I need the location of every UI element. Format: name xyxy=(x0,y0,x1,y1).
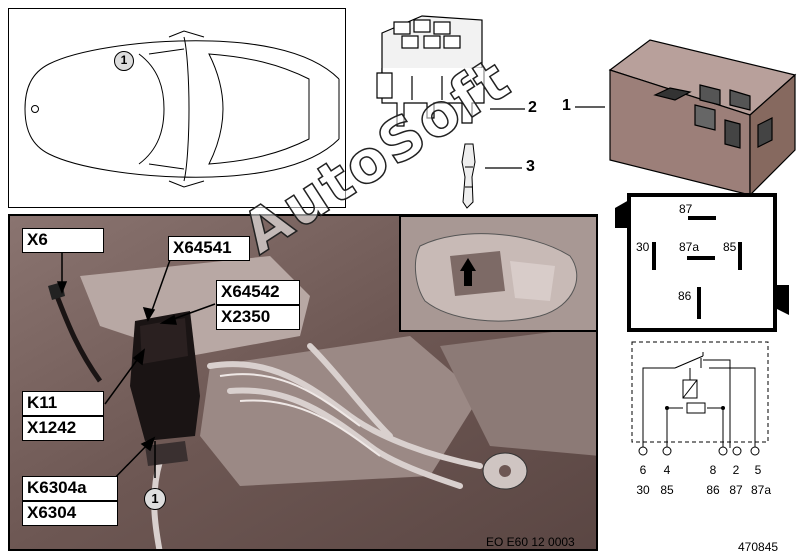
pin-85-slot xyxy=(738,242,742,270)
pin-87-terminal xyxy=(732,446,742,456)
label-x64542: X64542 xyxy=(216,280,300,305)
circuit-pin-bottom-2: 86 xyxy=(706,483,720,497)
connector-housing-drawing xyxy=(376,15,485,127)
relay-face-87a: 87a xyxy=(679,240,700,254)
terminal-drawing xyxy=(461,143,476,209)
label-x6304: X6304 xyxy=(22,501,118,526)
pin-87a-terminal xyxy=(750,446,760,456)
circuit-pin-top-1: 4 xyxy=(663,463,671,477)
label-k11: K11 xyxy=(22,391,104,416)
relay-circuit-schematic xyxy=(631,341,769,456)
circuit-pin-top-0: 6 xyxy=(639,463,647,477)
label-x2350: X2350 xyxy=(216,305,300,330)
pin-30-slot xyxy=(652,242,656,270)
callout-2-socket: 2 xyxy=(528,99,537,116)
relay-face-85: 85 xyxy=(723,240,737,254)
car-overview-panel: 1 xyxy=(8,8,346,208)
pin-87-slot xyxy=(688,216,716,220)
image-number: 470845 xyxy=(738,540,779,554)
relay-face-drawing xyxy=(615,193,789,332)
callout-1-relay: 1 xyxy=(562,97,571,114)
pin-30-terminal xyxy=(638,446,648,456)
relay-face-86: 86 xyxy=(678,289,692,303)
pin-86-terminal xyxy=(718,446,728,456)
photo-location-marker: 1 xyxy=(144,488,166,510)
pin-85-terminal xyxy=(662,446,672,456)
circuit-pin-bottom-4: 87a xyxy=(750,483,772,497)
circuit-pin-bottom-3: 87 xyxy=(729,483,743,497)
label-x64541: X64541 xyxy=(168,236,250,261)
label-x6: X6 xyxy=(22,228,104,253)
circuit-pin-top-3: 2 xyxy=(732,463,740,477)
callout-3-terminal: 3 xyxy=(526,158,535,175)
car-outline xyxy=(24,30,340,188)
pin-86-slot xyxy=(697,287,701,319)
installation-photo-panel: X6 X64541 X64542 X2350 K11 X1242 K6304a … xyxy=(8,214,598,551)
pin-87a-slot xyxy=(687,256,715,260)
relay-drawing xyxy=(608,39,797,197)
relay-face-87: 87 xyxy=(679,202,693,216)
circuit-pin-bottom-0: 30 xyxy=(636,483,650,497)
photo-leader-lines xyxy=(56,253,216,489)
reference-code: EO E60 12 0003 xyxy=(486,535,575,549)
circuit-pin-top-4: 5 xyxy=(754,463,762,477)
location-marker: 1 xyxy=(114,51,134,71)
callout-lines xyxy=(485,106,605,169)
label-x1242: X1242 xyxy=(22,416,104,441)
installation-photo xyxy=(10,216,596,549)
label-k6304a: K6304a xyxy=(22,476,118,501)
circuit-pin-bottom-1: 85 xyxy=(660,483,674,497)
relay-face-30: 30 xyxy=(636,240,650,254)
circuit-pin-top-2: 8 xyxy=(709,463,717,477)
